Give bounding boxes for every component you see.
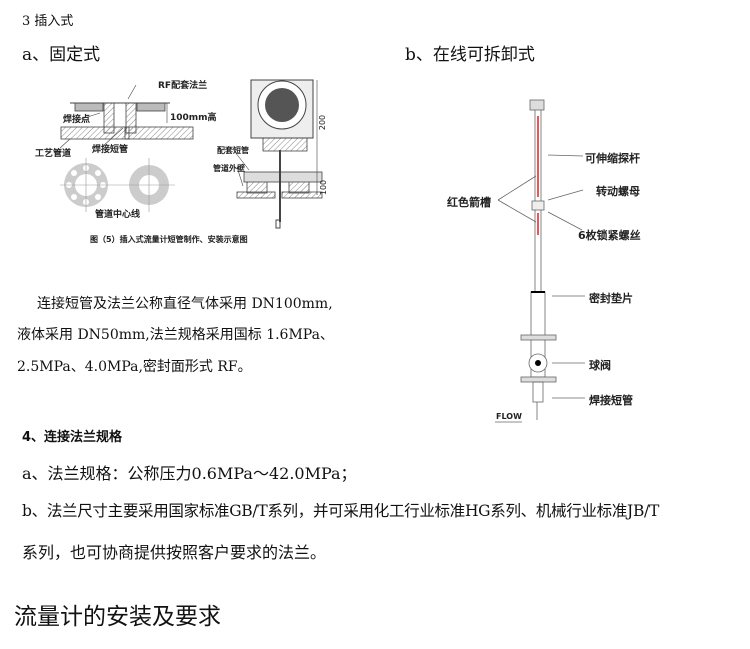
- label-pipe-center: 管道中心线: [95, 210, 141, 220]
- subsection-b-title: b、在线可拆卸式: [405, 45, 535, 65]
- figure-caption: 图（5）插入式流量计短管制作、安装示意图: [90, 235, 248, 244]
- label-matching-pipe: 配套短管: [217, 146, 249, 155]
- label-pipe-outer-wall: 管道外壁: [213, 164, 245, 173]
- spec-line-b: b、法兰尺寸主要采用国家标准GB/T系列，并可采用化工行业标准HG系列、机械行业…: [22, 502, 660, 520]
- dim-100: 100: [319, 179, 329, 196]
- spec-line-b-cont: 系列，也可协商提供按照客户要求的法兰。: [22, 543, 327, 562]
- label-lock-screws: 6枚锁紧螺丝: [578, 229, 641, 242]
- label-weld-short-pipe-b: 焊接短管: [589, 394, 633, 407]
- label-process-pipe: 工艺管道: [35, 149, 72, 159]
- label-weld-short-pipe: 焊接短管: [92, 145, 129, 155]
- paragraph-line: 液体采用 DN50mm,法兰规格采用国标 1.6MPa、: [17, 327, 334, 343]
- label-telescopic-probe: 可伸缩探杆: [585, 152, 640, 165]
- section-heading: 流量计的安装及要求: [14, 604, 221, 630]
- spec-line-a: a、法兰规格：公称压力0.6MPa～42.0MPa；: [22, 464, 357, 483]
- section-3-title: 3 插入式: [22, 14, 74, 29]
- label-seal-gasket: 密封垫片: [589, 292, 633, 305]
- section-4-title: 4、连接法兰规格: [22, 430, 123, 445]
- dim-200: 200: [318, 114, 328, 131]
- label-red-groove: 红色箭槽: [447, 196, 491, 209]
- label-weld-point: 焊接点: [63, 115, 91, 125]
- paragraph-line: 2.5MPa、4.0MPa,密封面形式 RF。: [17, 359, 252, 375]
- label-rf-flange: RF配套法兰: [158, 81, 208, 91]
- subsection-a-title: a、固定式: [22, 45, 101, 65]
- label-flow: FLOW: [496, 412, 522, 421]
- label-ball-valve: 球阀: [589, 359, 611, 372]
- label-rotating-nut: 转动螺母: [596, 185, 640, 198]
- label-100mm: 100mm高: [170, 113, 217, 123]
- paragraph-line: 连接短管及法兰公称直径气体采用 DN100mm,: [37, 296, 333, 312]
